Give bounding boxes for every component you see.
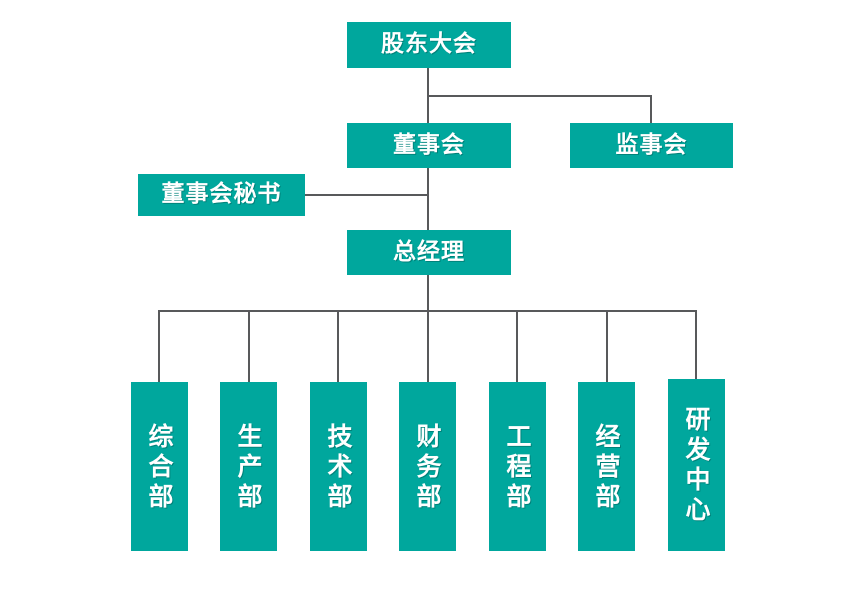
connector-drop-engineering <box>516 310 518 383</box>
connector-to-board-of-supervisors <box>650 95 652 123</box>
connector-drop-production <box>248 310 250 383</box>
connector-drop-general-affairs <box>158 310 160 383</box>
connector-to-board-secretary <box>305 194 428 196</box>
node-label: 综合部 <box>145 422 174 513</box>
node-label: 生产部 <box>234 422 263 513</box>
connector-to-board-of-directors <box>427 95 429 123</box>
node-finance-dept[interactable]: 财务部 <box>399 382 456 551</box>
node-label: 研发中心 <box>682 406 711 526</box>
node-production-dept[interactable]: 生产部 <box>220 382 277 551</box>
connector-drop-finance <box>427 310 429 383</box>
node-general-manager[interactable]: 总经理 <box>347 230 511 275</box>
node-board-of-directors[interactable]: 董事会 <box>347 123 511 168</box>
node-engineering-dept[interactable]: 工程部 <box>489 382 546 551</box>
node-label: 总经理 <box>393 238 465 265</box>
node-rnd-center[interactable]: 研发中心 <box>668 379 725 551</box>
node-technology-dept[interactable]: 技术部 <box>310 382 367 551</box>
node-label: 财务部 <box>413 422 442 513</box>
node-label: 经营部 <box>592 422 621 513</box>
connector-drop-technology <box>337 310 339 383</box>
node-label: 股东大会 <box>381 31 477 58</box>
node-general-affairs-dept[interactable]: 综合部 <box>131 382 188 551</box>
node-board-secretary[interactable]: 董事会秘书 <box>138 174 305 216</box>
connector-drop-operations <box>606 310 608 383</box>
connector-shareholders-down <box>427 68 429 96</box>
node-shareholders-meeting[interactable]: 股东大会 <box>347 22 511 68</box>
node-label: 工程部 <box>503 422 532 513</box>
node-board-of-supervisors[interactable]: 监事会 <box>570 123 733 168</box>
connector-general-manager-down <box>427 275 429 311</box>
connector-board-to-general-manager <box>427 168 429 230</box>
node-label: 董事会秘书 <box>161 181 282 208</box>
connector-drop-rnd-center <box>695 310 697 380</box>
node-label: 董事会 <box>393 131 465 158</box>
node-operations-dept[interactable]: 经营部 <box>578 382 635 551</box>
node-label: 监事会 <box>615 131 688 158</box>
connector-level1-bar <box>427 95 652 97</box>
node-label: 技术部 <box>324 422 353 513</box>
